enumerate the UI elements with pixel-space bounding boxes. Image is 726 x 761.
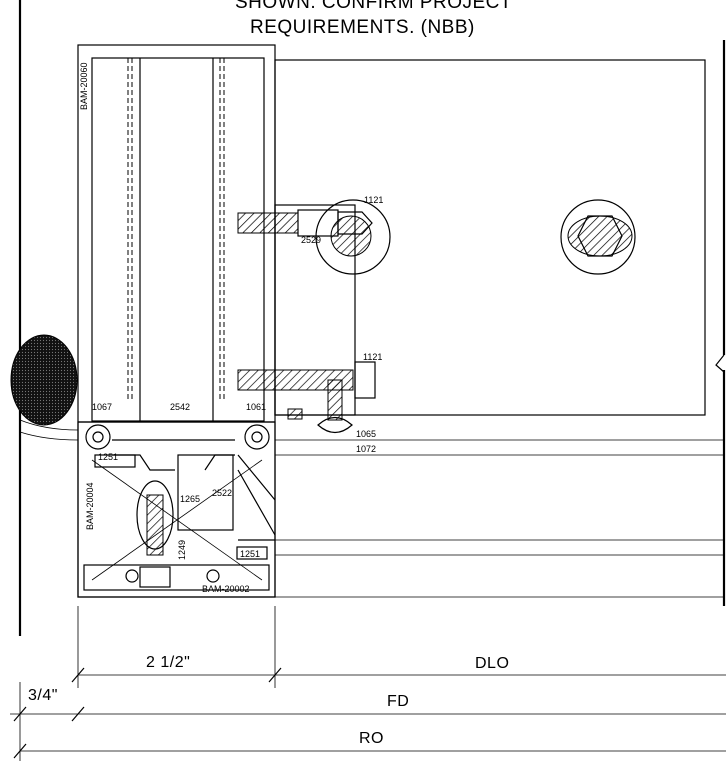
label-1061: 1061 [246, 402, 266, 412]
note-line-2: REQUIREMENTS. (NBB) [250, 17, 475, 38]
mullion-outer [77, 44, 276, 598]
label-1249: 1249 [177, 540, 187, 560]
label-2529: 2529 [301, 235, 321, 245]
note-line-1: SHOWN. CONFIRM PROJECT [235, 0, 512, 13]
hatched-bolt-head-right [567, 215, 633, 257]
tick-3 [13, 706, 27, 722]
label-bam-20004: BAM-20004 [85, 482, 95, 530]
tick-2 [268, 667, 282, 683]
label-bam-20060: BAM-20060 [79, 62, 89, 110]
small-block [287, 408, 303, 420]
label-bam-20002: BAM-20002 [202, 584, 250, 594]
mullion-inner [91, 57, 265, 422]
label-1065: 1065 [356, 429, 376, 439]
setting-block-bracket [274, 204, 356, 416]
leveling-screw [146, 494, 164, 556]
label-1251-right: 1251 [240, 549, 260, 559]
label-2522: 2522 [212, 488, 232, 498]
dim-shim: 3/4" [28, 687, 58, 704]
sill-profile [77, 421, 276, 598]
break-mark [715, 354, 725, 373]
label-1067: 1067 [92, 402, 112, 412]
upper-anchor-bolt [237, 209, 373, 237]
label-1265: 1265 [180, 494, 200, 504]
setting-screw [317, 379, 353, 434]
dim-ro: RO [359, 730, 384, 747]
lower-anchor-bolt [237, 361, 376, 399]
tick-4 [71, 706, 85, 722]
sealant-line-2 [19, 431, 79, 441]
backer-rod-sealant [10, 334, 78, 426]
detail-circle-right [560, 199, 636, 275]
label-1121-low: 1121 [363, 352, 382, 362]
detail-circle-left [315, 199, 391, 275]
label-2542: 2542 [170, 402, 190, 412]
label-1072: 1072 [356, 444, 376, 454]
label-1251-left: 1251 [98, 452, 118, 462]
dim-frame-width: 2 1/2" [146, 654, 190, 671]
sealant-line-1 [19, 419, 79, 431]
dim-dlo: DLO [475, 655, 509, 672]
dim-fd: FD [387, 693, 409, 710]
tick-5 [13, 743, 27, 759]
hatched-bolt-head-left [330, 215, 372, 257]
label-1121-top: 1121 [364, 195, 383, 205]
tick-1 [71, 667, 85, 683]
screw-head [136, 480, 174, 550]
